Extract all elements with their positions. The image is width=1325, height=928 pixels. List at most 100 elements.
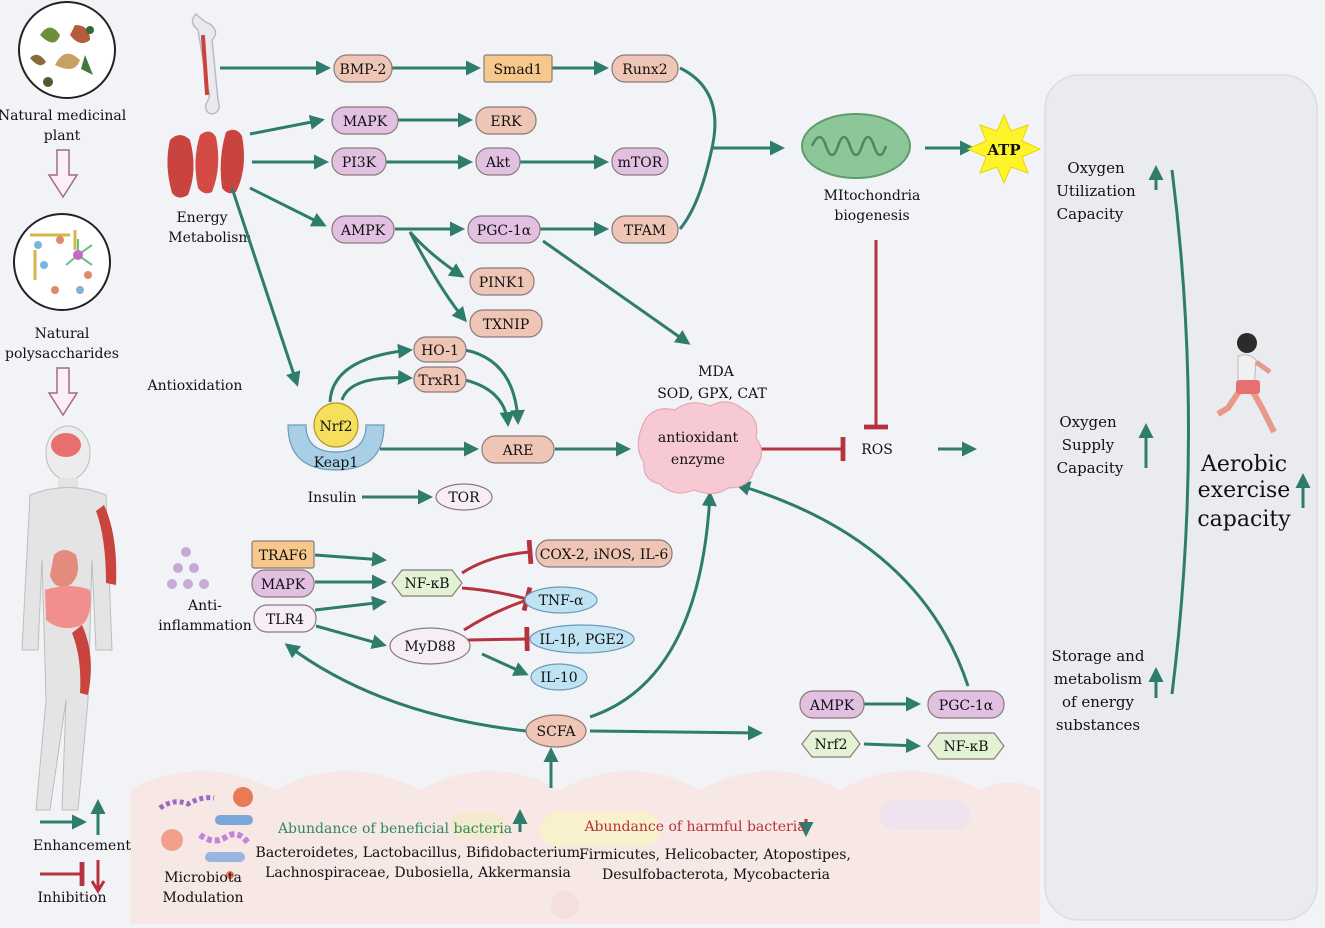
human-body-illustration	[21, 425, 117, 811]
aerobic-1: Aerobic	[1200, 452, 1287, 477]
node-tnfa	[524, 586, 598, 614]
microbiota-label-1: Microbiota	[164, 870, 242, 886]
intestine-background	[130, 771, 1040, 924]
node-keap1	[287, 424, 385, 471]
runner-icon	[1216, 333, 1277, 434]
node-nrf2	[313, 402, 359, 448]
plant-illustration	[18, 1, 116, 99]
aerobic-2: exercise	[1198, 478, 1291, 503]
aerobic-3: capacity	[1197, 507, 1291, 532]
node-scfa	[525, 714, 587, 748]
node-tlr4-label: TLR4	[266, 612, 304, 628]
oxygen-supply-2: Supply	[1062, 436, 1115, 454]
node-trxr1-label: TrxR1	[418, 373, 461, 389]
node-mapk-label: MAPK	[343, 114, 388, 130]
node-il1b	[529, 624, 635, 654]
polysaccharide-label-1: Natural	[35, 326, 90, 342]
node-nrf2b-label: Nrf2	[814, 737, 847, 753]
beneficial-bacteria-list-2: Lachnospiraceae, Dubosiella, Akkermansia	[265, 865, 571, 881]
legend-enhancement: Enhancement	[33, 838, 131, 854]
node-traf6-label: TRAF6	[259, 548, 308, 564]
node-tor	[435, 483, 493, 511]
microbiota-label-2: Modulation	[162, 890, 243, 906]
harmful-bacteria-list-1: Firmicutes, Helicobacter, Atopostipes,	[579, 847, 851, 863]
node-tnfa-label: TNF-α	[539, 593, 584, 609]
node-sod-label: SOD, GPX, CAT	[657, 386, 767, 402]
node-pi3k-label: PI3K	[342, 155, 377, 171]
anti-inflammation-label-2: inflammation	[158, 618, 252, 634]
enhancement-arrows	[220, 60, 1311, 832]
node-pink1-label: PINK1	[479, 275, 526, 291]
outcome-panel	[1044, 74, 1318, 921]
node-ros-label: ROS	[861, 442, 893, 458]
node-pgc1a2-label: PGC-1α	[939, 698, 994, 714]
plant-label-2: plant	[44, 128, 81, 144]
node-antioxidant-enzyme-label-1: antioxidant	[658, 430, 739, 446]
node-pi3k	[331, 147, 387, 176]
mito-label-1: MItochondria	[824, 188, 921, 204]
node-pgc1a-label: PGC-1α	[477, 223, 532, 239]
node-scfa-label: SCFA	[537, 724, 577, 740]
node-mtor-label: mTOR	[618, 155, 663, 171]
inhibition-lines	[461, 240, 888, 837]
storage-2: metabolism	[1054, 670, 1142, 688]
anti-inflammation-label-1: Anti-	[187, 598, 222, 614]
beneficial-bacteria-list-1: Bacteroidetes, Lactobacillus, Bifidobact…	[256, 845, 585, 861]
node-cox2	[535, 539, 673, 568]
node-are	[481, 435, 555, 464]
storage-4: substances	[1056, 716, 1140, 734]
polysaccharide-illustration	[13, 213, 111, 311]
node-akt-label: Akt	[485, 155, 511, 171]
legend-inhibition: Inhibition	[37, 890, 106, 906]
node-mapk	[331, 106, 399, 135]
node-ampk-label: AMPK	[340, 223, 386, 239]
atp-label: ATP	[986, 141, 1020, 159]
node-trxr1	[413, 366, 467, 393]
node-myd88-label: MyD88	[404, 639, 455, 655]
oxygen-utilization-1: Oxygen	[1067, 159, 1125, 177]
node-pgc1a2	[927, 690, 1005, 719]
node-smad1-label: Smad1	[493, 62, 542, 78]
node-il1b-label: IL-1β, PGE2	[539, 632, 624, 648]
oxygen-utilization-2: Utilization	[1056, 182, 1136, 200]
harmful-bacteria-list-2: Desulfobacterota, Mycobacteria	[602, 867, 830, 883]
mito-label-2: biogenesis	[834, 208, 909, 224]
atp-star	[966, 113, 1042, 185]
node-insulin-label: Insulin	[308, 490, 357, 506]
node-tfam	[611, 215, 679, 244]
storage-3: of energy	[1062, 693, 1135, 711]
node-erk-label: ERK	[490, 114, 522, 130]
arrow-plant-to-polysaccharide	[47, 149, 79, 199]
node-bmp2	[333, 54, 393, 83]
node-nrf2-label: Nrf2	[319, 419, 352, 435]
node-antioxidant-enzyme	[637, 401, 763, 495]
node-myd88	[389, 627, 471, 665]
bacteria-icon	[158, 787, 253, 879]
node-il10	[530, 663, 588, 691]
antioxidation-label: Antioxidation	[147, 378, 243, 394]
dots-icon	[167, 547, 209, 589]
node-mapk2-label: MAPK	[261, 577, 306, 593]
node-nfkb2	[927, 732, 1005, 760]
node-ampk2-label: AMPK	[809, 698, 855, 714]
storage-1: Storage and	[1052, 647, 1145, 665]
node-ho1	[413, 336, 467, 363]
node-nfkb	[391, 569, 463, 597]
node-nfkb2-label: NF-κB	[943, 739, 988, 755]
bone-icon	[191, 12, 220, 115]
node-txnip-label: TXNIP	[483, 317, 530, 333]
node-are-label: ARE	[502, 443, 534, 459]
node-pink1	[469, 267, 535, 296]
node-ampk	[331, 215, 395, 244]
node-cox2-label: COX-2, iNOS, IL-6	[540, 547, 669, 563]
plant-label-1: Natural medicinal	[0, 108, 127, 124]
node-smad1	[483, 54, 553, 83]
node-runx2	[611, 54, 679, 83]
mitochondria-icon	[801, 113, 911, 179]
node-tor-label: TOR	[448, 490, 480, 506]
energy-metabolism-label-1: Energy	[176, 210, 227, 226]
node-antioxidant-enzyme-label-2: enzyme	[671, 452, 725, 468]
node-mda-label: MDA	[698, 364, 735, 380]
